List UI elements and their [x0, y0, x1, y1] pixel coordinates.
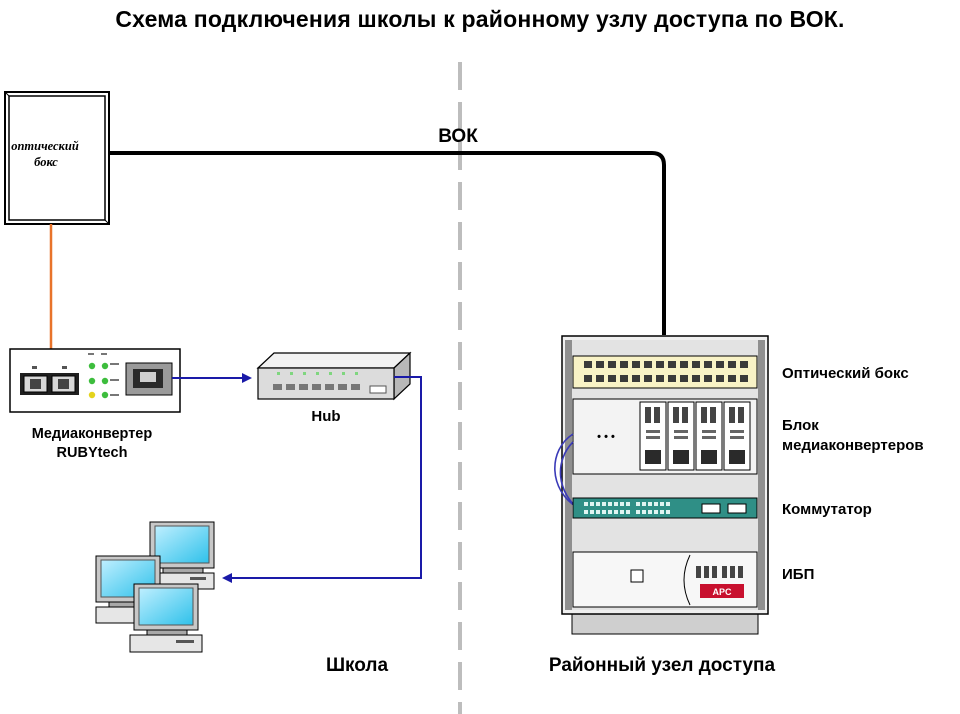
zone-label-school: Школа	[326, 655, 389, 676]
optical-box-left: оптический бокс	[4, 91, 110, 225]
media-converter-device	[9, 348, 181, 413]
hub-label: Hub	[311, 408, 340, 425]
rack-label-ups: ИБП	[782, 566, 814, 583]
rack-label-converter-block-2: медиаконвертеров	[782, 437, 924, 454]
rack-label-converter-block-1: Блок	[782, 417, 819, 434]
rack-converter-block: • • •	[572, 398, 758, 475]
rack-optical-box	[572, 355, 758, 389]
rack-switch	[572, 497, 758, 519]
rack-label-switch: Коммутатор	[782, 501, 872, 518]
computer-front	[129, 583, 203, 653]
computer-back	[149, 521, 215, 590]
utp-hub-computers	[222, 376, 422, 583]
media-converter-label-2: RUBYtech	[57, 445, 128, 461]
rack-label-optical-box: Оптический бокс	[782, 365, 909, 382]
optical-box-left-label-1: оптический	[11, 139, 79, 153]
fiber-cable-label: ВОК	[438, 126, 478, 147]
rack-converter-dots: • • •	[597, 431, 615, 443]
optical-box-left-label-2: бокс	[34, 155, 58, 169]
hub-device	[256, 351, 412, 401]
diagram-title: Схема подключения школы к районному узлу…	[115, 6, 845, 32]
rack-ups: APC	[572, 551, 758, 608]
ups-brand: APC	[712, 587, 732, 597]
media-converter-label-1: Медиаконвертер	[32, 426, 153, 442]
zone-label-district-node: Районный узел доступа	[549, 655, 776, 676]
fiber-cable	[104, 151, 666, 335]
